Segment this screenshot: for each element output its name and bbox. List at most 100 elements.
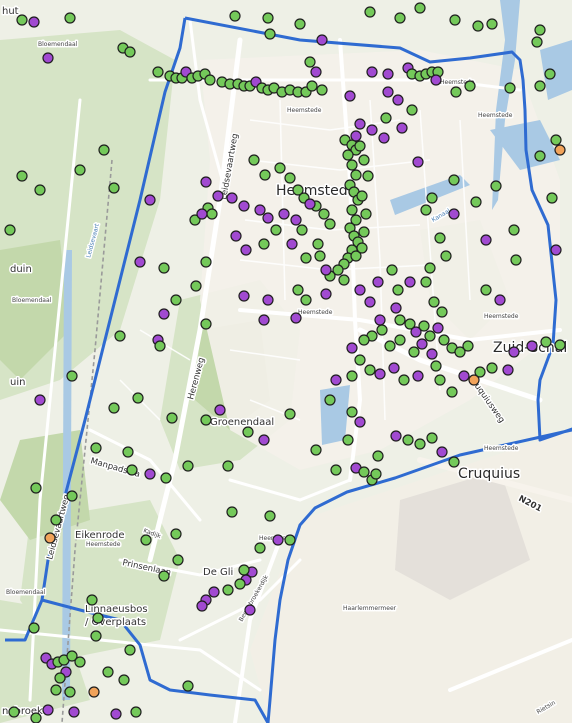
map-point-green[interactable] <box>200 256 212 268</box>
map-point-green[interactable] <box>54 672 66 684</box>
map-point-green[interactable] <box>182 460 194 472</box>
map-point-purple[interactable] <box>212 190 224 202</box>
map-point-purple[interactable] <box>278 208 290 220</box>
map-point-green[interactable] <box>160 472 172 484</box>
map-point-purple[interactable] <box>320 264 332 276</box>
map-point-green[interactable] <box>448 174 460 186</box>
map-point-green[interactable] <box>30 482 42 494</box>
map-point-purple[interactable] <box>316 34 328 46</box>
map-point-purple[interactable] <box>144 468 156 480</box>
map-point-green[interactable] <box>310 444 322 456</box>
map-point-purple[interactable] <box>392 94 404 106</box>
map-point-green[interactable] <box>430 360 442 372</box>
map-point-purple[interactable] <box>290 214 302 226</box>
map-point-purple[interactable] <box>354 118 366 130</box>
map-point-green[interactable] <box>170 294 182 306</box>
map-point-orange[interactable] <box>468 374 480 386</box>
map-point-orange[interactable] <box>88 686 100 698</box>
map-point-green[interactable] <box>206 208 218 220</box>
map-point-green[interactable] <box>358 334 370 346</box>
map-point-green[interactable] <box>386 264 398 276</box>
map-point-green[interactable] <box>354 354 366 366</box>
map-point-green[interactable] <box>324 394 336 406</box>
map-point-purple[interactable] <box>390 302 402 314</box>
map-point-green[interactable] <box>8 706 20 718</box>
map-point-purple[interactable] <box>396 122 408 134</box>
map-point-green[interactable] <box>130 706 142 718</box>
map-point-purple[interactable] <box>344 90 356 102</box>
map-point-purple[interactable] <box>68 706 80 718</box>
map-point-green[interactable] <box>420 276 432 288</box>
map-point-green[interactable] <box>204 74 216 86</box>
map-point-green[interactable] <box>480 284 492 296</box>
map-point-green[interactable] <box>424 262 436 274</box>
map-point-green[interactable] <box>406 104 418 116</box>
map-point-green[interactable] <box>508 224 520 236</box>
map-point-purple[interactable] <box>34 394 46 406</box>
map-point-green[interactable] <box>462 340 474 352</box>
map-point-green[interactable] <box>108 182 120 194</box>
map-point-green[interactable] <box>190 280 202 292</box>
map-point-green[interactable] <box>284 408 296 420</box>
map-point-purple[interactable] <box>458 370 470 382</box>
map-point-green[interactable] <box>408 346 420 358</box>
map-point-green[interactable] <box>64 686 76 698</box>
map-point-green[interactable] <box>394 334 406 346</box>
map-point-purple[interactable] <box>230 230 242 242</box>
map-point-purple[interactable] <box>262 212 274 224</box>
map-point-green[interactable] <box>342 434 354 446</box>
map-point-green[interactable] <box>346 406 358 418</box>
map-point-purple[interactable] <box>258 314 270 326</box>
map-point-green[interactable] <box>98 144 110 156</box>
map-point-green[interactable] <box>200 414 212 426</box>
map-point-green[interactable] <box>534 24 546 36</box>
map-point-purple[interactable] <box>508 346 520 358</box>
map-point-purple[interactable] <box>448 208 460 220</box>
map-point-green[interactable] <box>358 466 370 478</box>
map-point-green[interactable] <box>332 264 344 276</box>
map-point-purple[interactable] <box>244 604 256 616</box>
map-point-purple[interactable] <box>412 370 424 382</box>
map-point-green[interactable] <box>534 150 546 162</box>
map-point-green[interactable] <box>554 339 566 351</box>
map-point-green[interactable] <box>292 284 304 296</box>
map-point-purple[interactable] <box>134 256 146 268</box>
map-point-green[interactable] <box>490 180 502 192</box>
map-point-purple[interactable] <box>42 52 54 64</box>
map-point-purple[interactable] <box>412 156 424 168</box>
map-point-green[interactable] <box>316 84 328 96</box>
map-point-green[interactable] <box>270 224 282 236</box>
map-point-purple[interactable] <box>330 374 342 386</box>
map-point-purple[interactable] <box>200 176 212 188</box>
map-point-purple[interactable] <box>272 534 284 546</box>
map-point-green[interactable] <box>370 468 382 480</box>
map-point-green[interactable] <box>330 464 342 476</box>
map-point-green[interactable] <box>166 412 178 424</box>
map-point-green[interactable] <box>154 340 166 352</box>
map-point-green[interactable] <box>264 28 276 40</box>
map-point-green[interactable] <box>394 12 406 24</box>
map-point-green[interactable] <box>420 204 432 216</box>
map-point-green[interactable] <box>238 564 250 576</box>
map-point-green[interactable] <box>242 426 254 438</box>
map-point-green[interactable] <box>402 434 414 446</box>
map-point-green[interactable] <box>222 460 234 472</box>
map-point-green[interactable] <box>448 456 460 468</box>
map-point-purple[interactable] <box>350 130 362 142</box>
map-point-purple[interactable] <box>240 244 252 256</box>
map-point-purple[interactable] <box>550 244 562 256</box>
map-point-green[interactable] <box>358 226 370 238</box>
map-point-purple[interactable] <box>390 430 402 442</box>
map-point-green[interactable] <box>16 14 28 26</box>
map-point-green[interactable] <box>274 162 286 174</box>
map-point-green[interactable] <box>428 296 440 308</box>
map-point-purple[interactable] <box>354 284 366 296</box>
map-point-green[interactable] <box>346 204 358 216</box>
map-point-green[interactable] <box>172 554 184 566</box>
map-point-green[interactable] <box>418 320 430 332</box>
map-point-green[interactable] <box>434 374 446 386</box>
map-point-green[interactable] <box>440 250 452 262</box>
map-point-green[interactable] <box>300 294 312 306</box>
map-point-green[interactable] <box>450 86 462 98</box>
map-point-orange[interactable] <box>554 144 566 156</box>
